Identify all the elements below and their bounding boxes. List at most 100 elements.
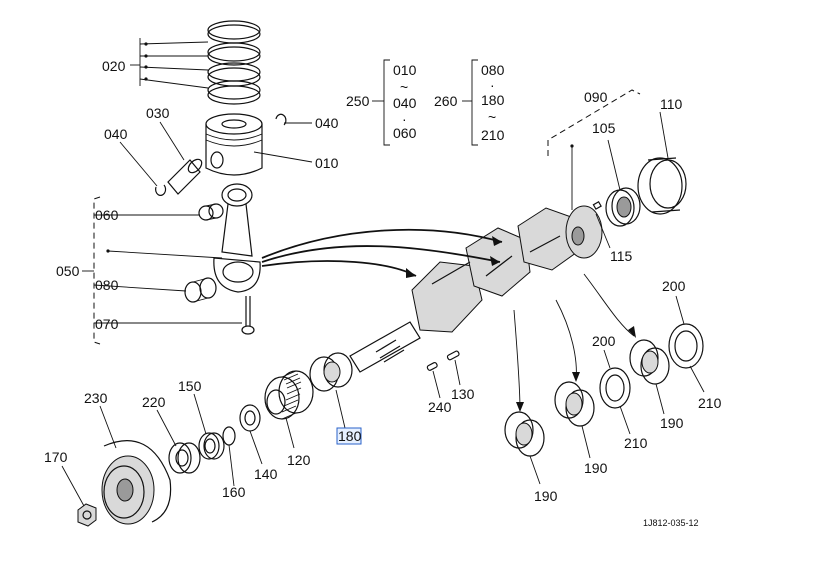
front-collar[interactable] (168, 442, 201, 474)
group-260-item-1: 080 (481, 62, 505, 78)
group-260-item-5: 210 (481, 127, 505, 143)
front-bearing[interactable] (309, 352, 353, 392)
connecting-rod-bolt[interactable] (241, 296, 255, 335)
leader-240 (432, 370, 441, 399)
label-040-left[interactable]: 040 (104, 126, 128, 142)
rear-assembly-bracket (547, 89, 641, 210)
main-bearing-3[interactable] (629, 339, 670, 385)
piston-rings[interactable] (207, 20, 261, 105)
assembly-arrows (261, 228, 503, 278)
leader-130 (454, 359, 461, 386)
label-260[interactable]: 260 (434, 93, 458, 109)
label-180[interactable]: 180 (338, 428, 362, 444)
label-110[interactable]: 110 (660, 96, 683, 112)
rear-key[interactable] (592, 200, 602, 210)
label-080[interactable]: 080 (95, 277, 119, 293)
label-170[interactable]: 170 (44, 449, 68, 465)
crankshaft-pulley[interactable] (101, 440, 172, 525)
label-010[interactable]: 010 (315, 155, 339, 171)
leader-170 (61, 465, 85, 507)
leader-010 (253, 151, 313, 163)
group-250-item-5: 060 (393, 125, 417, 141)
leader-190a (529, 455, 541, 485)
label-020[interactable]: 020 (102, 58, 126, 74)
label-210-right[interactable]: 210 (698, 395, 722, 411)
label-030[interactable]: 030 (146, 105, 170, 121)
leader-180 (335, 389, 346, 429)
label-190-middle[interactable]: 190 (584, 460, 608, 476)
key-130[interactable] (446, 350, 460, 361)
collar[interactable] (239, 404, 261, 432)
label-105[interactable]: 105 (592, 120, 616, 136)
thrust-washer-lower-right[interactable] (599, 367, 631, 409)
piston[interactable] (205, 113, 263, 176)
leader-160 (228, 444, 235, 487)
label-130[interactable]: 130 (451, 386, 475, 402)
label-115[interactable]: 115 (610, 248, 633, 264)
leader-190b (581, 425, 591, 459)
leader-190c (655, 383, 665, 415)
o-ring[interactable] (222, 426, 236, 446)
leader-150 (193, 393, 207, 435)
label-200-left[interactable]: 200 (592, 333, 616, 349)
label-070[interactable]: 070 (95, 316, 119, 332)
drawing-code: 1J812-035-12 (643, 518, 699, 528)
leader-200a (675, 295, 685, 325)
label-200-right[interactable]: 200 (662, 278, 686, 294)
label-060[interactable]: 060 (95, 207, 119, 223)
label-210-left[interactable]: 210 (624, 435, 648, 451)
leader-120 (285, 417, 295, 449)
rear-oil-seal[interactable] (637, 157, 687, 215)
leader-030 (159, 121, 185, 161)
highlight-180 (336, 427, 362, 445)
group-260-bracket (462, 59, 478, 146)
main-bearing-1[interactable] (504, 411, 545, 457)
group-250-item-2: ~ (400, 79, 408, 95)
group-250-item-3: 040 (393, 95, 417, 111)
group-250-bracket (372, 59, 390, 146)
leader-200b (603, 349, 611, 369)
group-260-item-2: · (490, 77, 495, 93)
group-250-item-1: 010 (393, 62, 417, 78)
rear-bearing[interactable] (605, 187, 641, 227)
leader-140 (249, 430, 263, 465)
label-050[interactable]: 050 (56, 263, 80, 279)
rings-bracket (130, 38, 209, 89)
label-220[interactable]: 220 (142, 394, 166, 410)
piston-pin[interactable] (167, 157, 204, 195)
bearing-arrows (513, 273, 636, 412)
leader-220 (156, 409, 177, 447)
main-bearing-2[interactable] (554, 381, 595, 427)
small-end-bushing[interactable] (198, 203, 224, 221)
label-160[interactable]: 160 (222, 484, 246, 500)
connecting-rod[interactable] (213, 183, 261, 293)
label-230[interactable]: 230 (84, 390, 108, 406)
group-260-item-3: 180 (481, 92, 505, 108)
label-040-right[interactable]: 040 (315, 115, 339, 131)
leader-210b (619, 405, 631, 435)
label-190-right[interactable]: 190 (660, 415, 684, 431)
crankshaft-gear[interactable] (264, 370, 314, 420)
leader-230 (99, 405, 117, 449)
label-090[interactable]: 090 (584, 89, 608, 105)
snap-ring-left[interactable] (155, 184, 167, 196)
key-240[interactable] (426, 361, 438, 371)
label-120[interactable]: 120 (287, 452, 311, 468)
leader-110 (659, 111, 669, 159)
group-250-item-4: · (402, 111, 407, 127)
leader-210a (689, 365, 705, 393)
label-190-left[interactable]: 190 (534, 488, 558, 504)
label-140[interactable]: 140 (254, 466, 278, 482)
thrust-washer-upper-right[interactable] (668, 323, 704, 369)
pulley-nut[interactable] (77, 503, 97, 527)
front-oil-seal[interactable] (198, 432, 225, 460)
label-250[interactable]: 250 (346, 93, 370, 109)
group-260-item-4: ~ (488, 109, 496, 125)
label-150[interactable]: 150 (178, 378, 202, 394)
label-240[interactable]: 240 (428, 399, 452, 415)
leader-040a (119, 141, 158, 187)
conrod-bracket (82, 196, 242, 345)
crank-pin-bearing[interactable] (184, 277, 217, 303)
crankshaft[interactable] (349, 205, 603, 373)
